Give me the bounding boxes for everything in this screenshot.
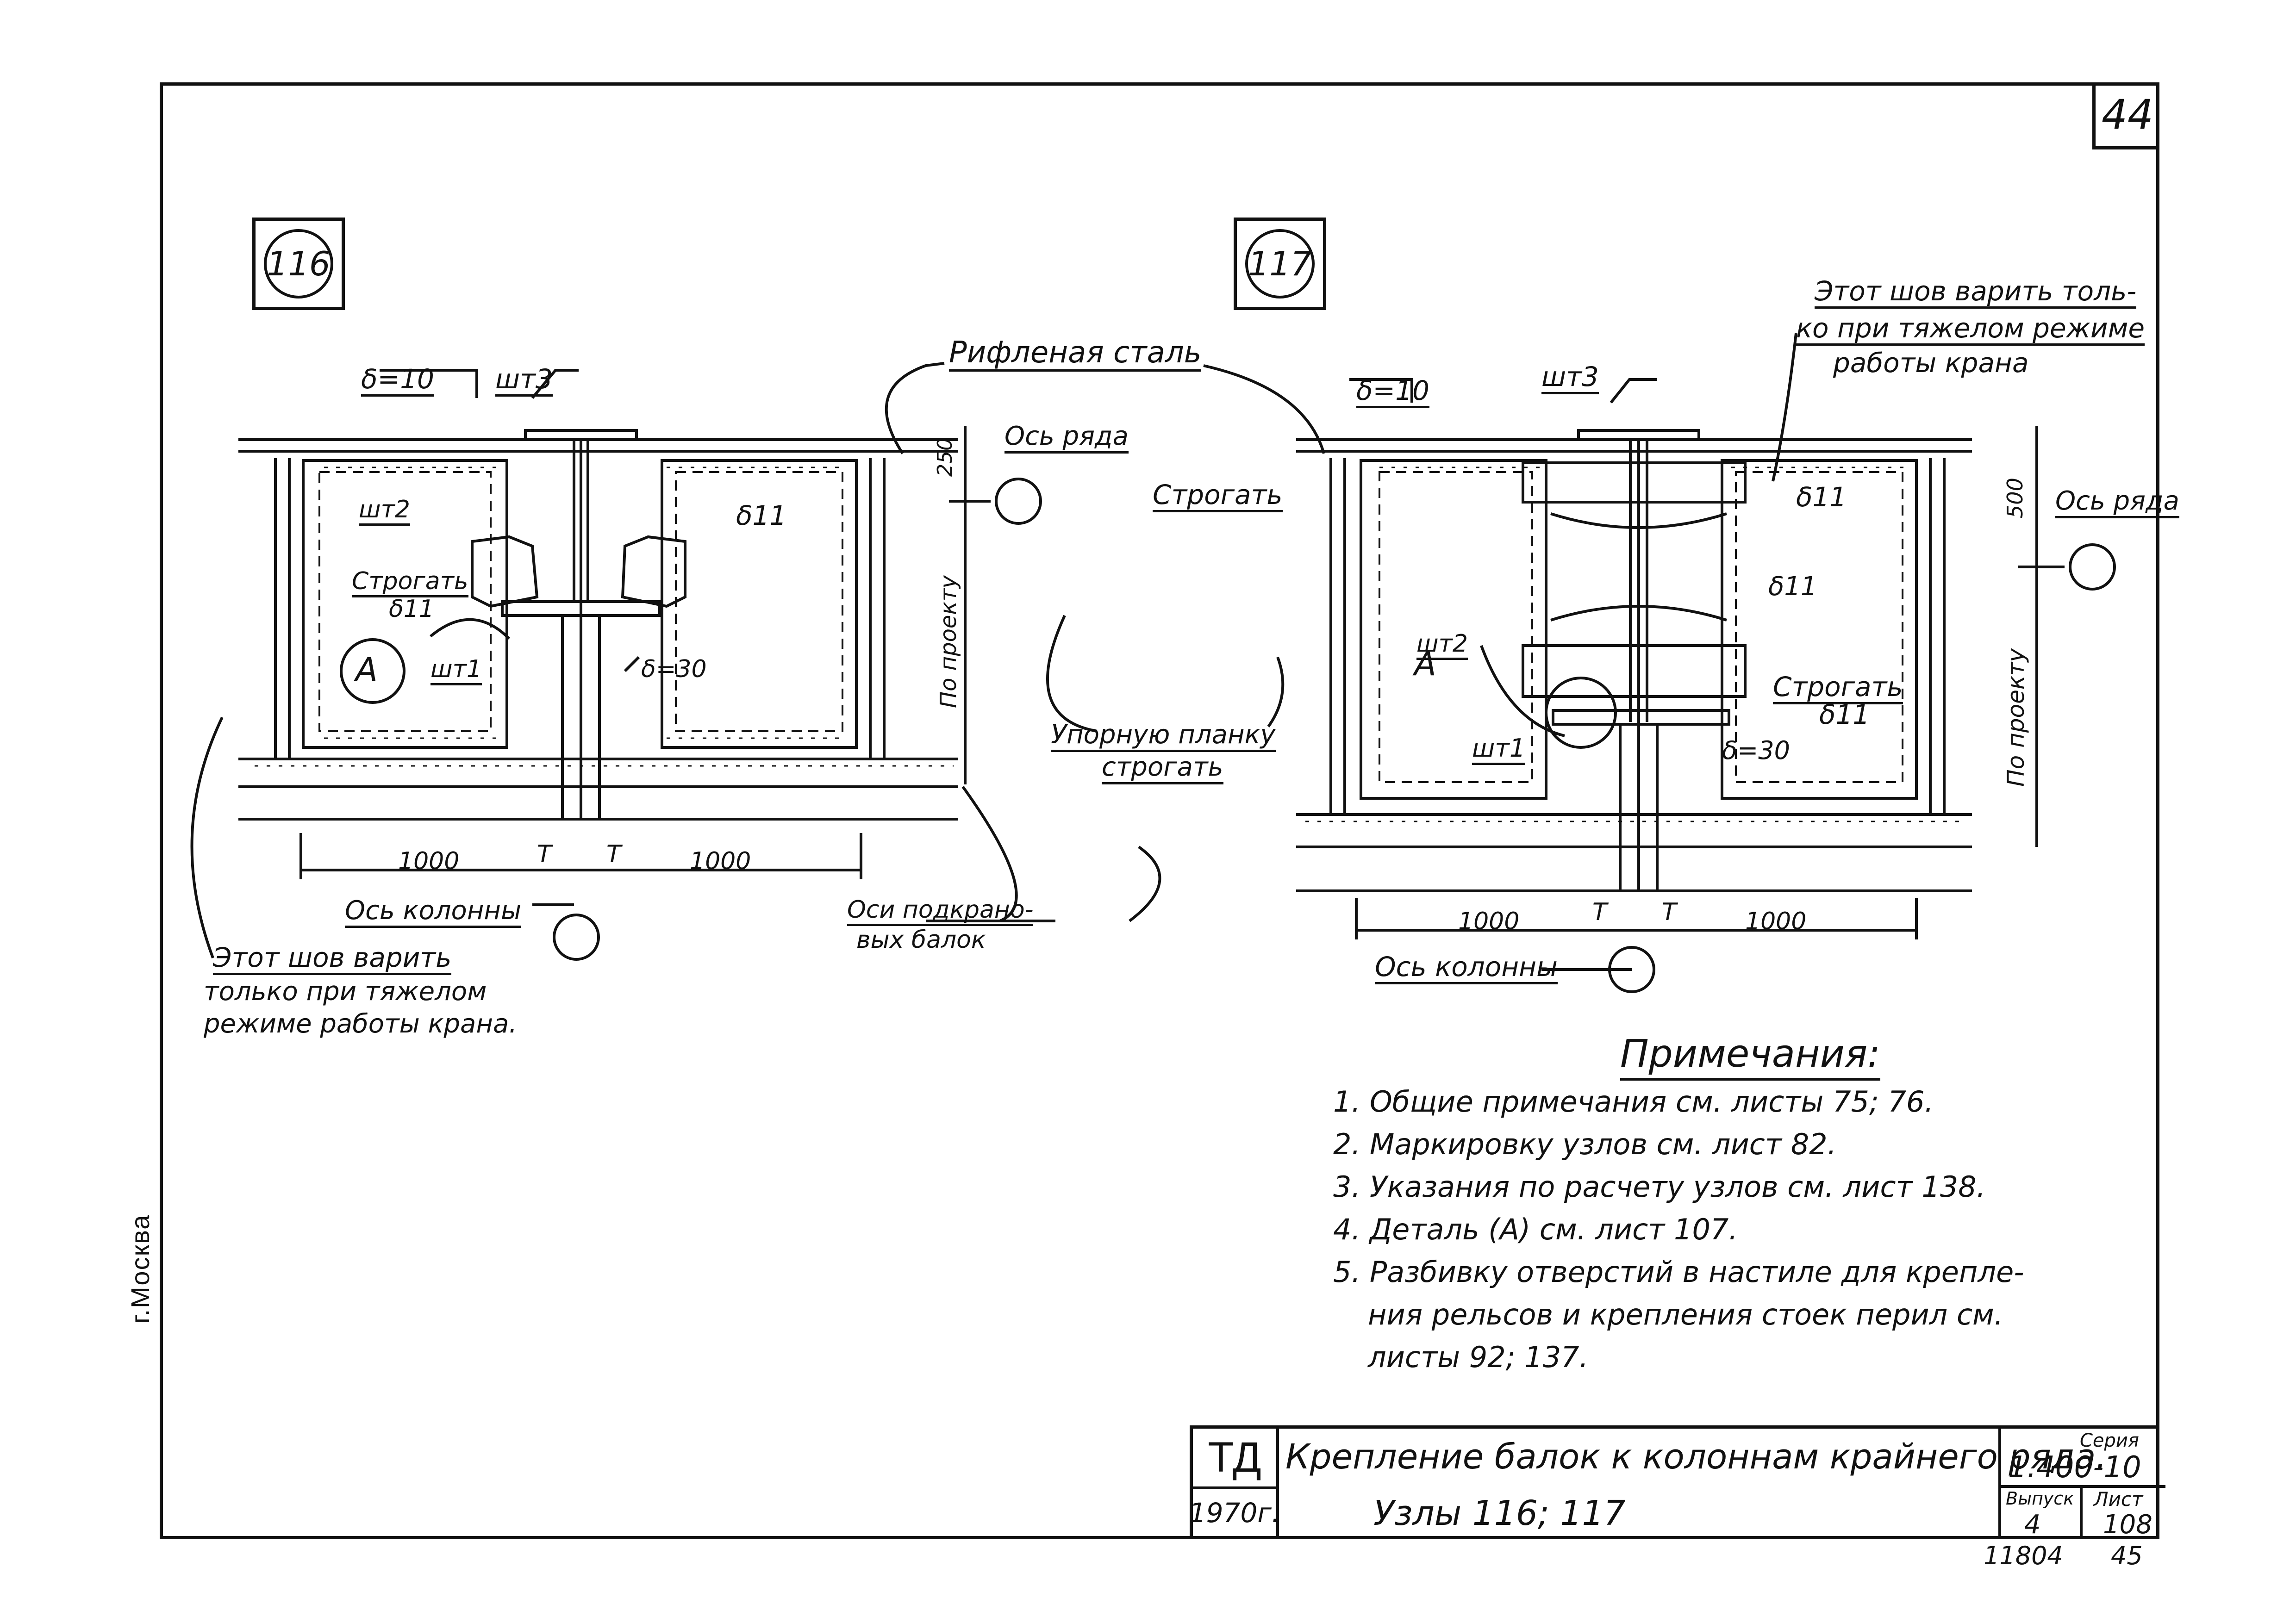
title-block-td: ТД xyxy=(1193,1429,1279,1489)
weld-note-right-3: работы крана xyxy=(1833,347,2029,379)
weld-note-left-2: только при тяжелом xyxy=(204,976,487,1007)
label-os-kolonny-left: Ось колонны xyxy=(345,898,522,928)
node-116-label: 116 xyxy=(264,229,333,298)
note-item: ния рельсов и крепления стоек перил см. xyxy=(1368,1298,2003,1331)
title-block: ТД 1970г. Крепление балок к колоннам кра… xyxy=(1189,1425,2165,1539)
node-116-marker: 116 xyxy=(252,218,345,310)
issue-label: Выпуск xyxy=(2006,1488,2074,1509)
label-t-right-b: Т xyxy=(1662,898,1677,926)
label-delta11-low-right: δ11 xyxy=(1819,699,1870,730)
node-117-marker: 117 xyxy=(1234,218,1326,310)
label-delta11-top-right: δ11 xyxy=(1796,481,1847,513)
label-delta30-left: δ=30 xyxy=(641,655,707,683)
label-delta11-left: δ11 xyxy=(389,595,434,623)
below-block-right: 45 xyxy=(2111,1541,2143,1570)
notes-title: Примечания: xyxy=(1620,1032,1880,1081)
weld-note-left-3: режиме работы крана. xyxy=(204,1009,518,1039)
label-delta11-mid-right: δ11 xyxy=(1768,572,1817,602)
note-item: 3. Указания по расчету узлов см. лист 13… xyxy=(1333,1170,1986,1204)
center-leaders xyxy=(885,362,1325,922)
label-po-proektu-left: По проекту xyxy=(936,575,961,708)
dim-1000-right-a: 1000 xyxy=(1458,908,1520,935)
label-os-kolonny-right: Ось колонны xyxy=(1375,953,1558,984)
label-strogat-top-right: Строгать xyxy=(1153,481,1283,512)
title-block-subtitle: Узлы 116; 117 xyxy=(1373,1493,1626,1533)
label-os-ryada-right: Ось ряда xyxy=(2055,488,2179,518)
title-block-title: Крепление балок к колоннам крайнего ряда… xyxy=(1285,1437,2107,1477)
label-t-left-a: Т xyxy=(537,840,552,868)
node-117-drawing xyxy=(1296,333,2116,993)
label-t-right-a: Т xyxy=(1592,898,1607,926)
label-os-ryada-left: Ось ряда xyxy=(1004,423,1129,454)
notes-list: 1. Общие примечания см. листы 75; 76. 2.… xyxy=(1333,1081,2120,1379)
weld-marks xyxy=(255,466,1967,822)
detail-a-left: А xyxy=(356,651,378,689)
sheet-label: Лист xyxy=(2094,1488,2143,1511)
node-117-label: 117 xyxy=(1245,229,1315,298)
title-block-year: 1970г. xyxy=(1189,1486,1280,1539)
below-block-left: 11804 xyxy=(1984,1541,2063,1570)
label-sht2-right: шт2 xyxy=(1416,632,1468,660)
series-value: 1.400-10 xyxy=(2008,1450,2141,1485)
label-upornuyu-1: Упорную планку xyxy=(1051,722,1276,752)
label-strogat-mid-right: Строгать xyxy=(1773,673,1903,704)
label-upornuyu-2: строгать xyxy=(1102,754,1223,784)
label-riflenaya-stal: Рифленая сталь xyxy=(949,338,1202,372)
dim-250: 250 xyxy=(933,438,957,477)
weld-note-left-1: Этот шов варить xyxy=(213,944,452,975)
title-block-right: Серия 1.400-10 Выпуск 4 Лист 108 xyxy=(1998,1429,2165,1539)
note-item: листы 92; 137. xyxy=(1368,1340,1589,1374)
dim-500: 500 xyxy=(2003,478,2028,518)
detail-a-right: А xyxy=(1414,645,1436,683)
dim-1000-right-b: 1000 xyxy=(1745,908,1807,935)
sheet-value: 108 xyxy=(2103,1510,2152,1540)
label-delta11-right-of-left: δ11 xyxy=(736,500,787,531)
label-osi-podkranovykh-1: Оси подкрано- xyxy=(847,898,1034,926)
weld-note-right-2: ко при тяжелом режиме xyxy=(1796,315,2145,346)
label-delta10-left: δ=10 xyxy=(361,366,434,397)
note-item: 1. Общие примечания см. листы 75; 76. xyxy=(1333,1085,1934,1119)
weld-note-right-1: Этот шов варить толь- xyxy=(1815,278,2137,309)
note-item: 2. Маркировку узлов см. лист 82. xyxy=(1333,1127,1837,1161)
label-t-left-b: Т xyxy=(606,840,621,868)
node-116-drawing xyxy=(190,369,1055,961)
label-delta30-right: δ=30 xyxy=(1722,736,1790,765)
sheet-number: 44 xyxy=(2092,82,2159,149)
dim-1000-left-a: 1000 xyxy=(398,847,460,875)
note-item: 5. Разбивку отверстий в настиле для креп… xyxy=(1333,1255,2024,1289)
note-item: 4. Деталь (А) см. лист 107. xyxy=(1333,1213,1738,1246)
label-sht2-left: шт2 xyxy=(359,497,410,526)
label-osi-podkranovykh-2: вых балок xyxy=(856,926,986,954)
label-po-proektu-right: По проекту xyxy=(2003,648,2029,787)
label-delta10-right: δ=10 xyxy=(1356,377,1429,408)
label-sht1-right: шт1 xyxy=(1472,736,1526,765)
label-sht3-right: шт3 xyxy=(1541,363,1599,394)
label-strogat-left: Строгать xyxy=(352,569,468,597)
dim-1000-left-b: 1000 xyxy=(690,847,751,875)
label-sht3-left: шт3 xyxy=(495,366,553,397)
series-label: Серия xyxy=(2080,1430,2139,1451)
sheet-frame xyxy=(160,82,2159,1539)
issue-value: 4 xyxy=(2024,1510,2041,1540)
label-sht1-left: шт1 xyxy=(430,657,482,685)
